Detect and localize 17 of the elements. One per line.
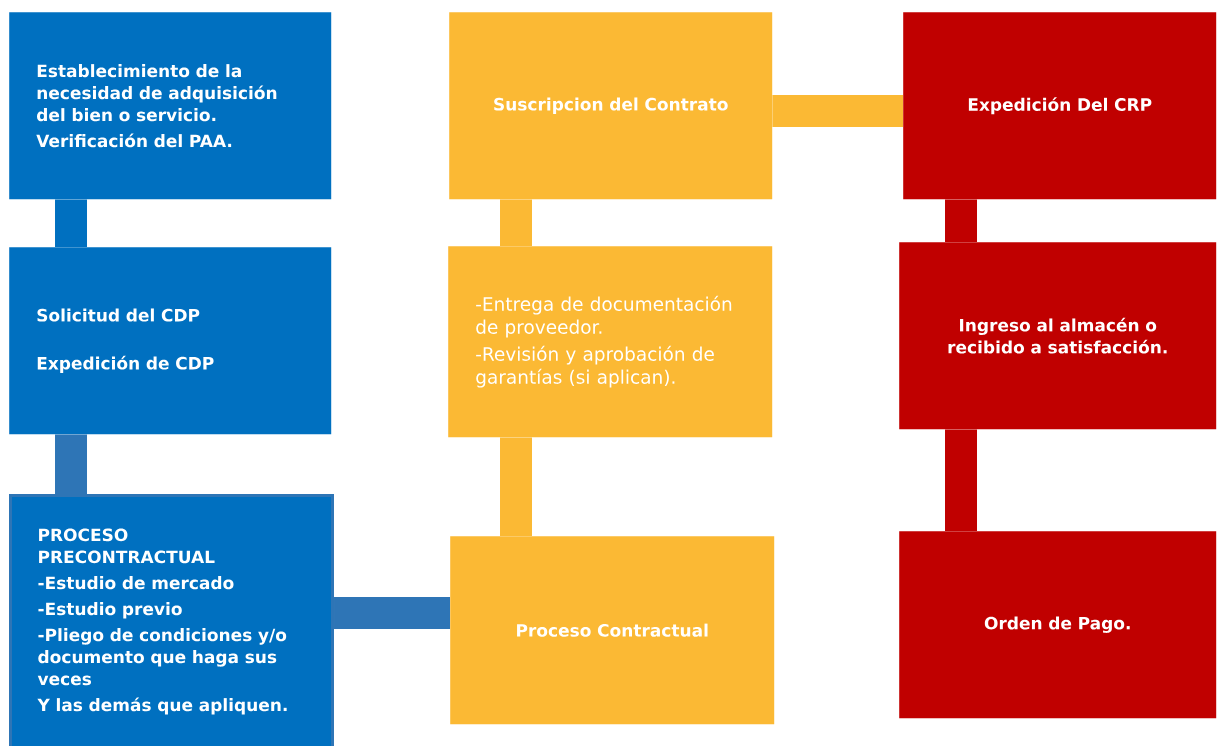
process-box: Establecimiento de la necesidad de adquisición del bien o servicio. Verificación del PAA. (9, 12, 332, 200)
process-box: -Entrega de documentación de proveedor. -Revisión y aprobación de garantías (si aplican). (448, 246, 773, 438)
connector-bar (945, 199, 977, 242)
connector-bar (945, 429, 977, 531)
connector-bar (55, 434, 87, 494)
process-box: Proceso Contractual (450, 536, 775, 725)
process-box: Expedición Del CRP (903, 12, 1217, 200)
process-box: PROCESO PRECONTRACTUAL -Estudio de mercado -Estudio previo -Pliego de condiciones y/o documento que haga sus veces Y las demás que apliquen. (9, 494, 334, 746)
connector-bar (334, 597, 450, 629)
process-box: Orden de Pago. (899, 531, 1217, 719)
process-box: Suscripcion del Contrato (449, 12, 773, 200)
connector-bar (55, 199, 87, 247)
process-box: Solicitud del CDP Expedición de CDP (9, 247, 332, 435)
connector-bar (772, 95, 903, 127)
connector-bar (500, 437, 532, 536)
process-box: Ingreso al almacén o recibido a satisfacción. (899, 242, 1217, 430)
connector-bar (500, 199, 532, 246)
